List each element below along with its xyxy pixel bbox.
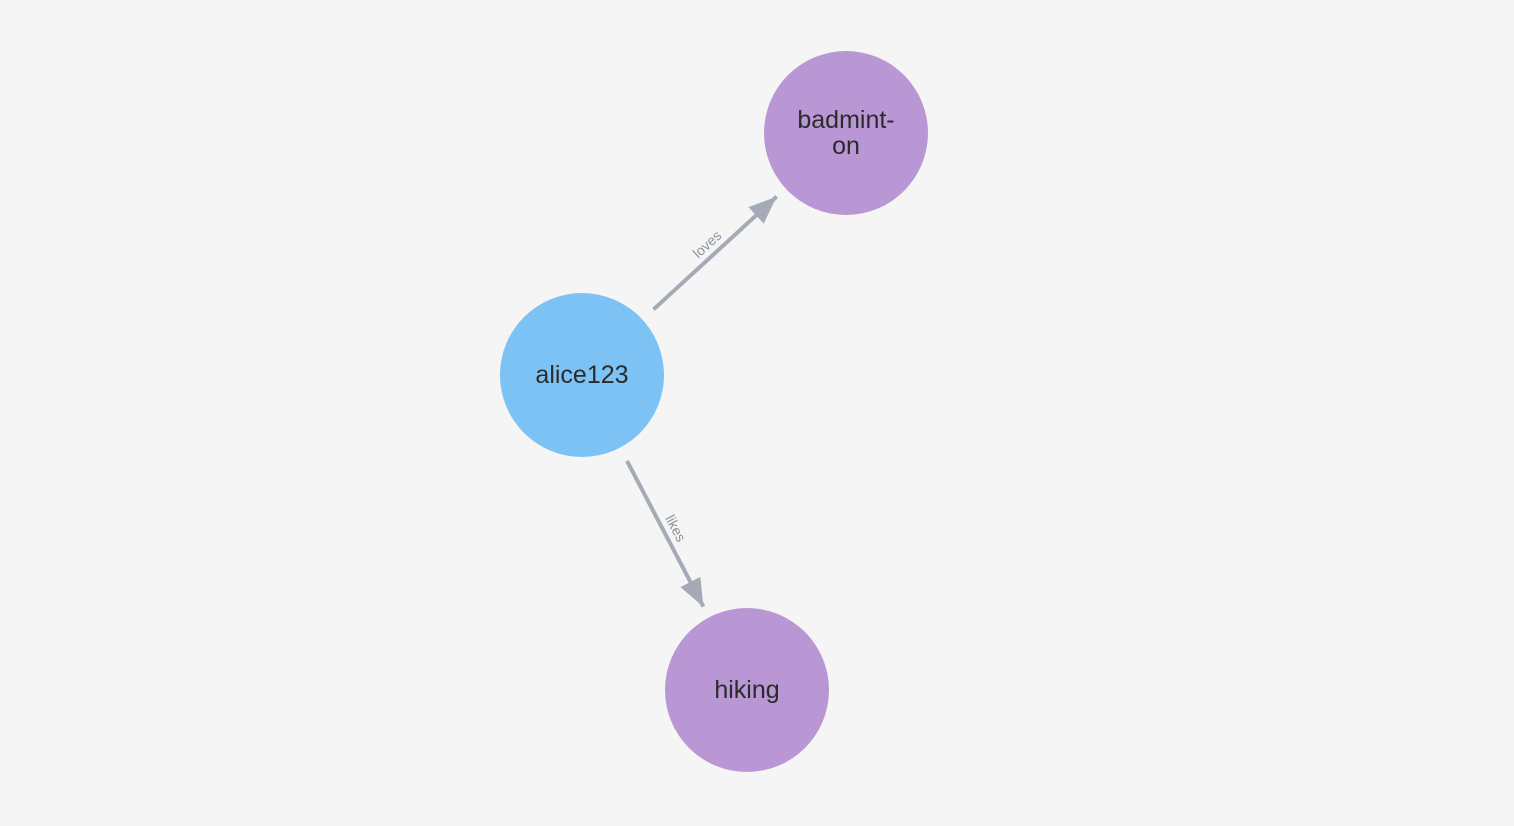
node-circle-alice123[interactable] xyxy=(500,293,664,457)
node-circle-hiking[interactable] xyxy=(665,608,829,772)
graph-node-alice123[interactable]: alice123 xyxy=(500,293,664,457)
graph-edge-likes[interactable] xyxy=(625,459,706,608)
edge-label-loves[interactable]: loves xyxy=(690,227,725,261)
graph-node-badminton[interactable]: badmint-on xyxy=(764,51,928,215)
graph-edge-loves[interactable] xyxy=(652,195,779,311)
graph-node-hiking[interactable]: hiking xyxy=(665,608,829,772)
node-circle-badminton[interactable] xyxy=(764,51,928,215)
